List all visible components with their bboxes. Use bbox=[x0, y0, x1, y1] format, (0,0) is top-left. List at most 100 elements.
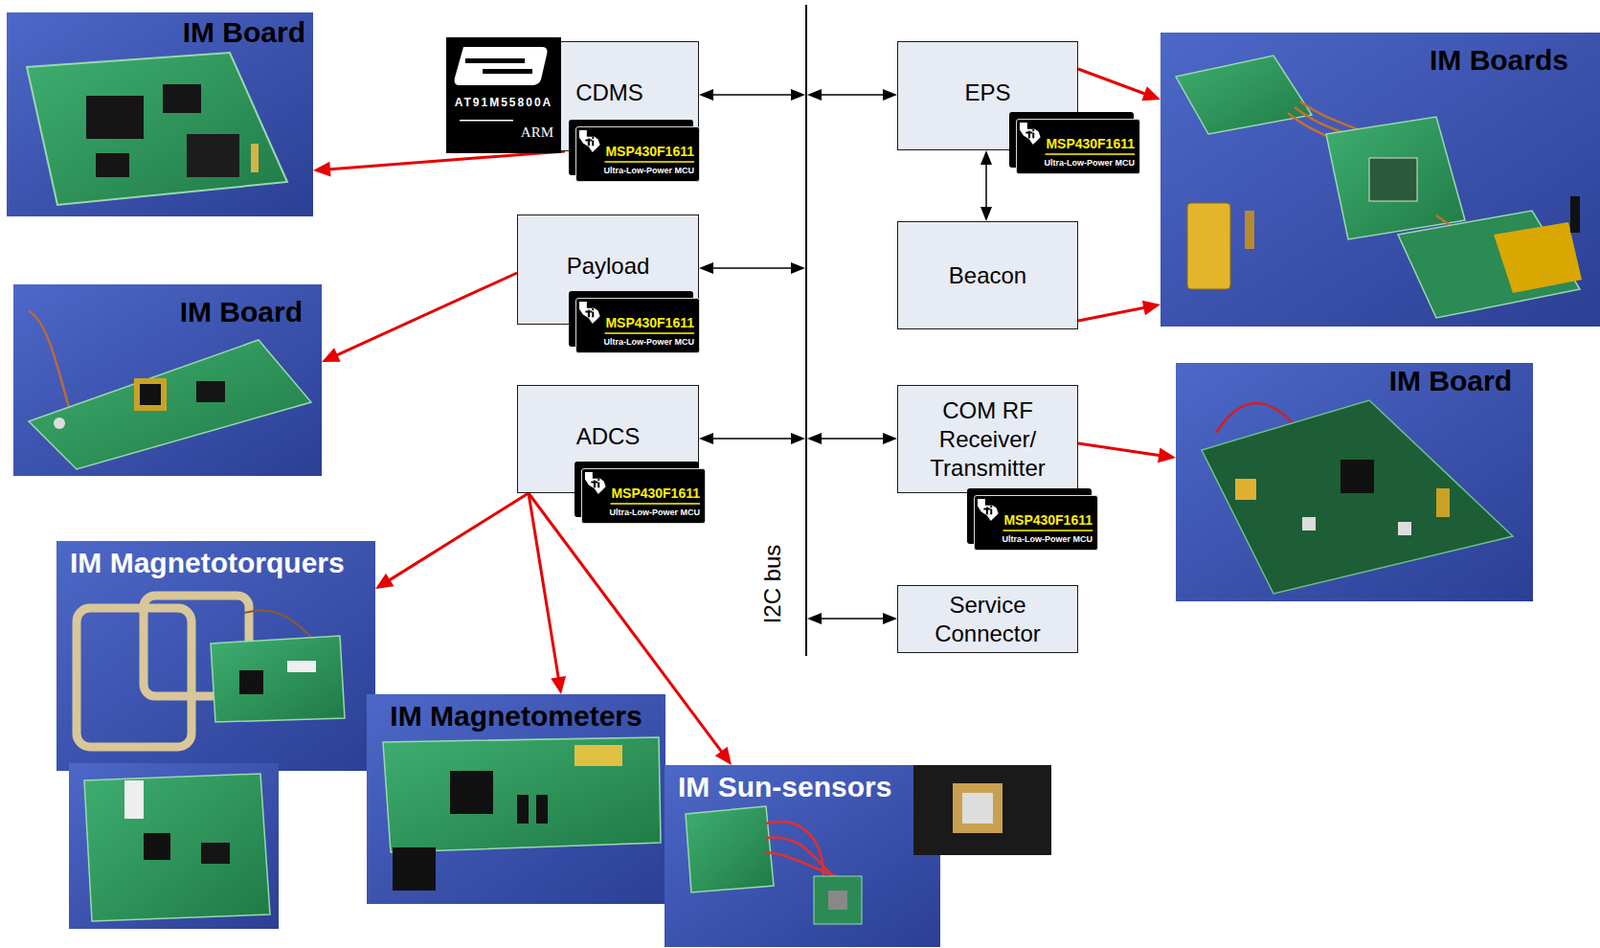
connector-line bbox=[710, 437, 794, 440]
sun-sensor-photo bbox=[664, 765, 941, 947]
photo-ground bbox=[913, 765, 1052, 856]
bus-link bbox=[698, 432, 806, 445]
bus-link bbox=[807, 612, 898, 625]
box-label: EPS bbox=[964, 78, 1011, 108]
arrowhead bbox=[550, 676, 566, 695]
arrowhead bbox=[1142, 300, 1161, 316]
photo-ground bbox=[366, 694, 666, 904]
sensor-die-photo bbox=[913, 765, 1052, 856]
board-arrow bbox=[1078, 300, 1161, 321]
photo-ground bbox=[13, 284, 322, 476]
chip bbox=[239, 670, 264, 695]
photo-title: IM Sun-sensors bbox=[677, 770, 892, 805]
chip-part-number: MSP430F1611 bbox=[610, 486, 700, 500]
pcb bbox=[685, 806, 774, 893]
arm-chip: AT91M55800AARM bbox=[446, 37, 562, 154]
arrowhead bbox=[882, 432, 898, 445]
connector-pads bbox=[250, 143, 259, 173]
pcb bbox=[813, 876, 862, 924]
sensor bbox=[134, 378, 167, 411]
chip bbox=[143, 833, 171, 860]
arrowhead bbox=[1157, 447, 1176, 463]
chip-brand: ARM bbox=[520, 125, 554, 140]
magnetotorquer-photo bbox=[56, 540, 376, 771]
chip-logo bbox=[579, 130, 695, 163]
mcu-chip: MSP430F1611Ultra-Low-Power MCU bbox=[973, 495, 1099, 551]
chip bbox=[186, 134, 240, 178]
pcb bbox=[210, 635, 345, 722]
connector-line bbox=[818, 437, 886, 440]
coil bbox=[76, 608, 192, 747]
connector-line bbox=[334, 272, 518, 357]
chip-caption: Ultra-Low-Power MCU bbox=[609, 508, 701, 518]
subsystem-box: COM RF Receiver/ Transmitter bbox=[897, 384, 1079, 494]
button bbox=[53, 417, 66, 429]
chip-caption: Ultra-Low-Power MCU bbox=[604, 338, 696, 347]
connector-line bbox=[818, 617, 886, 620]
chip-part-number: MSP430F1611 bbox=[1045, 136, 1135, 151]
connector-line bbox=[710, 267, 794, 270]
connector-line bbox=[818, 93, 886, 96]
arrowhead bbox=[790, 262, 806, 274]
component bbox=[1235, 478, 1257, 500]
connector-line bbox=[1078, 307, 1148, 321]
box-label: ADCS bbox=[576, 422, 641, 451]
pcb bbox=[84, 773, 271, 922]
arrowhead bbox=[807, 432, 822, 445]
arrowhead bbox=[790, 432, 806, 445]
chip-part-number: MSP430F1611 bbox=[605, 144, 695, 158]
arrowhead bbox=[698, 89, 714, 101]
connector-line bbox=[710, 93, 794, 96]
photo-title: IM Board bbox=[180, 295, 303, 330]
arrowhead bbox=[321, 347, 341, 362]
chip-caption: Ultra-Low-Power MCU bbox=[1002, 535, 1094, 544]
photo-title: IM Magnetotorquers bbox=[69, 546, 345, 581]
board-arrow bbox=[321, 272, 518, 362]
pcb bbox=[1201, 400, 1513, 594]
magnetometer-photo bbox=[366, 694, 666, 904]
bus-label: I2C bus bbox=[760, 544, 786, 625]
board-arrow bbox=[1078, 443, 1176, 463]
component bbox=[536, 794, 548, 824]
chip bbox=[828, 890, 848, 910]
board-photo: IM Board bbox=[13, 284, 322, 476]
arrowhead bbox=[980, 150, 992, 165]
board-photo: IM Board bbox=[6, 12, 314, 217]
board-photo bbox=[1175, 362, 1533, 602]
board-photo: IM Board bbox=[1175, 362, 1533, 602]
box-label: Payload bbox=[566, 251, 651, 281]
pcb bbox=[28, 339, 312, 470]
arrowhead bbox=[313, 161, 332, 178]
i2c-bus: I2C bus bbox=[805, 4, 808, 656]
connector bbox=[1244, 210, 1255, 249]
arrowhead bbox=[882, 612, 898, 625]
board-arrow bbox=[313, 151, 565, 178]
board-photo: IM Boards bbox=[1160, 32, 1600, 327]
component bbox=[1397, 521, 1412, 536]
photo-title: IM Board bbox=[1389, 364, 1512, 399]
arrowhead bbox=[882, 89, 898, 101]
board-photo bbox=[13, 284, 322, 476]
board-photo: IM Sun-sensors bbox=[664, 765, 941, 947]
component bbox=[1302, 517, 1316, 531]
bus-link bbox=[980, 150, 992, 222]
die bbox=[962, 792, 993, 824]
photo-title: IM Board bbox=[182, 16, 306, 50]
bus-link bbox=[807, 432, 898, 445]
chip bbox=[1369, 157, 1418, 202]
board-arrow bbox=[375, 493, 529, 589]
photo-title: IM Magnetometers bbox=[389, 699, 642, 734]
arrowhead bbox=[980, 206, 992, 222]
chip bbox=[162, 84, 202, 113]
chip-logo bbox=[579, 301, 695, 335]
connector-line bbox=[386, 493, 529, 582]
box-label: Beacon bbox=[948, 261, 1027, 291]
photo-ground bbox=[6, 12, 314, 217]
photo-ground bbox=[664, 765, 941, 947]
connector bbox=[1436, 488, 1450, 518]
socket bbox=[392, 847, 436, 891]
chip-caption: Ultra-Low-Power MCU bbox=[1044, 158, 1136, 168]
board-photo bbox=[68, 763, 279, 929]
